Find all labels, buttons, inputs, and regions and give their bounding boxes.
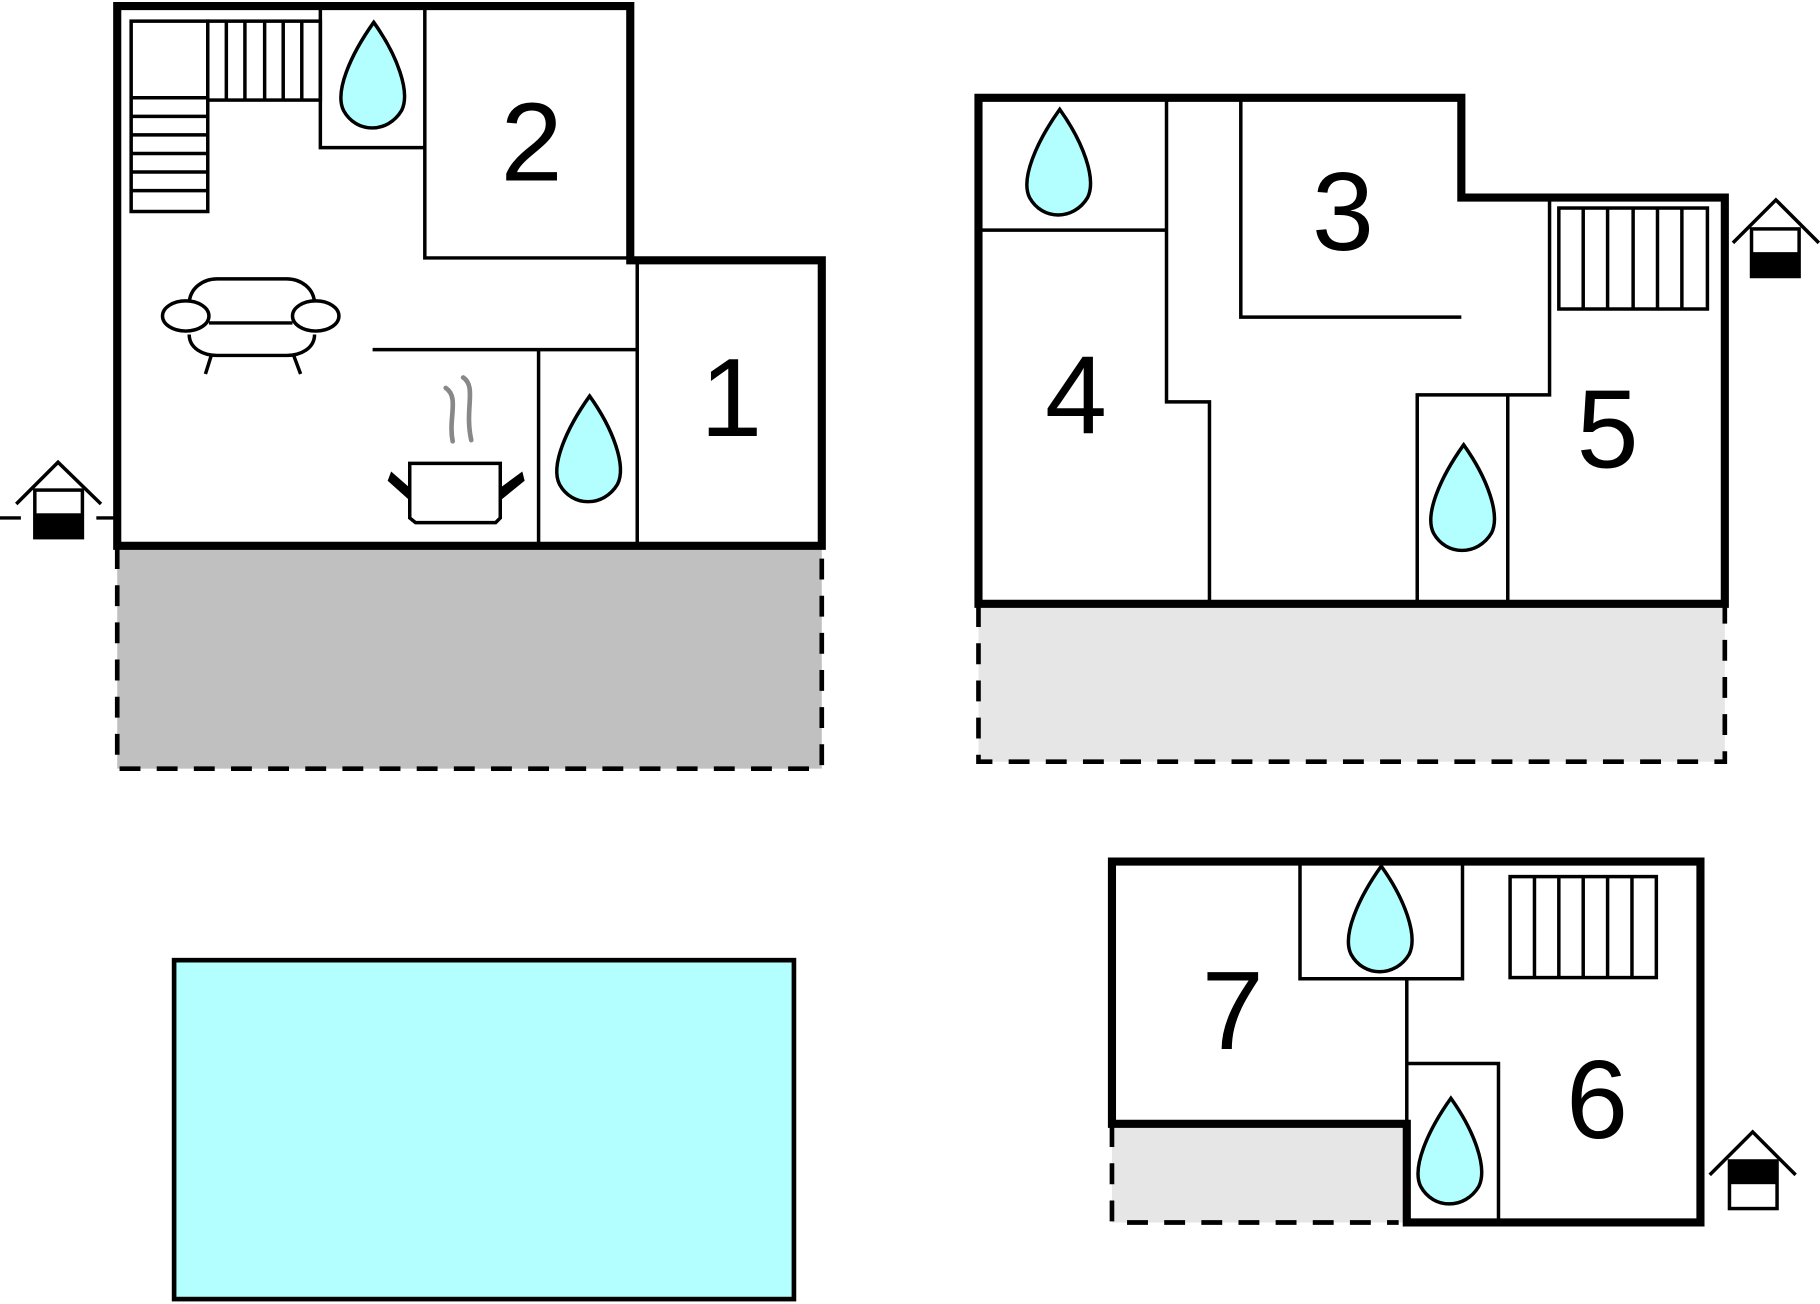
interior-walls <box>978 97 1552 604</box>
entrance-house-icon <box>1708 1129 1797 1211</box>
bathroom-drop-icon <box>1416 1096 1484 1206</box>
bathroom-drop-icon <box>1025 107 1093 217</box>
floor-first: 3 4 5 <box>974 93 1820 765</box>
entrance-house-icon <box>1731 197 1820 279</box>
terrace-outline <box>114 548 825 771</box>
room-number: 1 <box>700 335 762 460</box>
terrace <box>117 548 822 769</box>
terrace <box>1111 1126 1407 1223</box>
stairs-icon <box>1508 874 1659 980</box>
floor-second: 6 7 <box>1107 857 1797 1227</box>
outer-wall <box>974 93 1729 608</box>
interior-walls <box>372 257 639 546</box>
entrance-house-icon <box>0 459 117 540</box>
bathroom-drop-icon <box>339 20 407 130</box>
room-number: 2 <box>501 80 563 205</box>
room-number: 3 <box>1312 149 1374 274</box>
interior-walls <box>1298 861 1501 1223</box>
bathroom-drop-icon <box>555 394 623 504</box>
room-number: 4 <box>1045 333 1107 458</box>
sofa-icon <box>160 277 341 375</box>
bathroom-drop-icon <box>1346 864 1414 974</box>
terrace-outline <box>976 606 1728 765</box>
room-number: 6 <box>1566 1037 1628 1162</box>
terrace <box>978 606 1725 762</box>
bathroom-drop-icon <box>1429 443 1497 553</box>
room-number: 7 <box>1202 948 1264 1073</box>
stairs-icon <box>129 19 323 214</box>
interior-walls <box>318 6 631 260</box>
floor-ground: 1 2 <box>0 2 826 771</box>
swimming-pool <box>171 957 797 1302</box>
outer-wall <box>113 2 826 550</box>
cooking-pot-icon <box>387 375 525 525</box>
stairs-icon <box>1557 206 1710 311</box>
room-number: 5 <box>1577 366 1639 491</box>
outer-wall <box>1107 857 1705 1227</box>
